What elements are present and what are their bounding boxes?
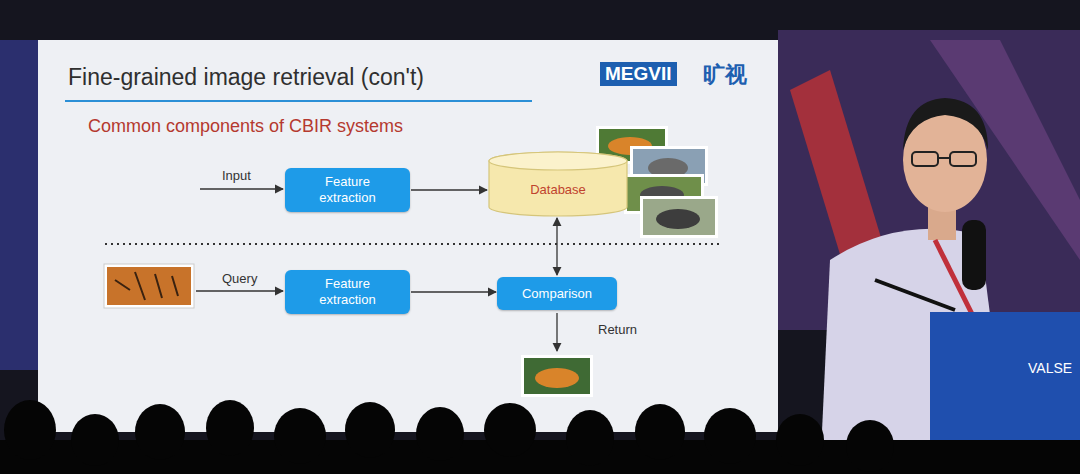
hippo-body: [656, 209, 700, 229]
speaker-hair: [903, 98, 988, 150]
cylinder-top: [489, 152, 627, 170]
input-arrow: [200, 188, 283, 189]
glasses-bridge: [938, 157, 950, 159]
flow-label: Input: [222, 168, 251, 183]
head: [704, 408, 756, 464]
head: [206, 400, 254, 456]
title-underline: [65, 100, 532, 102]
flow-label: Return: [598, 322, 637, 337]
return-thumb: [524, 358, 590, 394]
process-box: Feature extraction: [285, 270, 410, 314]
return-tiger: [535, 368, 579, 388]
head: [846, 420, 894, 472]
node-text: Database: [530, 182, 586, 198]
head: [274, 408, 326, 464]
dotted-divider: [105, 243, 720, 245]
head: [345, 402, 395, 458]
glasses: [950, 152, 976, 166]
head: [71, 414, 119, 466]
node-text: Feature extraction: [308, 276, 388, 307]
connector-arrow: [556, 218, 557, 275]
return-frame: [521, 355, 593, 397]
microphone: [962, 220, 986, 290]
query-frame: [104, 264, 194, 308]
logo-text: 旷视: [703, 60, 747, 90]
query-tiger: [107, 267, 191, 305]
glasses: [912, 152, 938, 166]
head: [566, 410, 614, 466]
cylinder-body: [489, 152, 627, 216]
node-text: Feature extraction: [308, 174, 388, 205]
head: [4, 400, 56, 460]
subtitle: Common components of CBIR systems: [88, 116, 403, 137]
connector-arrow: [411, 189, 487, 190]
head: [635, 404, 685, 460]
podium-text: VALSE: [1028, 360, 1072, 376]
flow-label: Query: [222, 271, 257, 286]
database-cylinder: Database: [488, 152, 628, 216]
mic-stand: [875, 280, 955, 310]
slide-title: Fine-grained image retrieval (con't): [68, 64, 424, 91]
process-box: Feature extraction: [285, 168, 410, 212]
connector-arrow: [411, 291, 496, 292]
audience: [0, 400, 1080, 474]
head: [484, 403, 536, 457]
head: [135, 404, 185, 460]
slide: [38, 40, 778, 432]
node-text: Comparison: [522, 286, 592, 302]
head: [416, 407, 464, 461]
return-arrow: [556, 313, 557, 351]
logo-mark: MEGVII: [600, 62, 677, 86]
screen-side: [0, 40, 40, 370]
tiger-stripes: [115, 272, 178, 300]
process-box: Comparison: [497, 277, 617, 310]
hippo-thumb: [643, 199, 715, 235]
thumb-frame: [640, 196, 718, 238]
head: [776, 414, 824, 466]
query-arrow: [196, 290, 283, 291]
